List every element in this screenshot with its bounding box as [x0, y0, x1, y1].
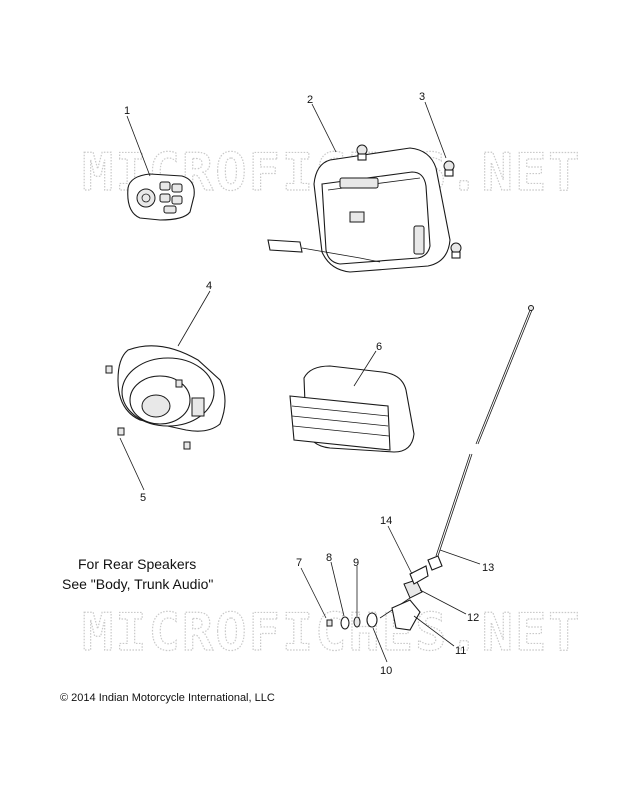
note-line-2: See "Body, Trunk Audio" — [62, 576, 214, 592]
copyright-symbol: © — [60, 692, 69, 704]
callout-9: 9 — [353, 557, 359, 569]
rear-speaker-note: For Rear Speakers See "Body, Trunk Audio… — [62, 554, 213, 594]
part-2-audio-module — [267, 147, 451, 273]
antenna-mount-hardware — [326, 565, 429, 631]
part-3-screws — [356, 144, 462, 259]
part-9-washer — [353, 616, 361, 628]
callout-1: 1 — [124, 105, 130, 117]
callout-8: 8 — [326, 552, 332, 564]
part-4-speaker — [117, 345, 226, 432]
callout-13: 13 — [482, 562, 494, 574]
callout-3: 3 — [419, 91, 425, 103]
callout-14: 14 — [380, 515, 392, 527]
callout-7: 7 — [296, 557, 302, 569]
part-11-bracket — [391, 599, 421, 631]
part-6-cover — [289, 365, 415, 453]
part-14-clip — [409, 565, 429, 585]
part-13-antenna — [427, 305, 534, 571]
copyright-notice: © 2014 Indian Motorcycle International, … — [60, 692, 275, 704]
watermark-bottom: MICROFICHES.NET — [82, 603, 582, 663]
callout-12: 12 — [467, 612, 479, 624]
leader-lines — [119, 101, 481, 663]
callout-2: 2 — [307, 94, 313, 106]
part-10-grommet — [366, 612, 378, 628]
callout-5: 5 — [140, 492, 146, 504]
part-8-washer — [340, 616, 350, 630]
part-7-nut — [326, 619, 333, 627]
callout-11: 11 — [455, 645, 466, 657]
part-5-screws — [105, 365, 191, 450]
callout-6: 6 — [376, 341, 382, 353]
callout-10: 10 — [380, 665, 392, 677]
copyright-text: 2014 Indian Motorcycle International, LL… — [71, 692, 275, 704]
part-12-base — [403, 579, 423, 599]
part-1-control-switch — [127, 173, 195, 221]
callout-numbers: 1 2 3 4 5 6 7 8 9 10 11 12 13 14 — [124, 91, 494, 677]
callout-4: 4 — [206, 280, 212, 292]
note-line-1: For Rear Speakers — [78, 556, 197, 572]
